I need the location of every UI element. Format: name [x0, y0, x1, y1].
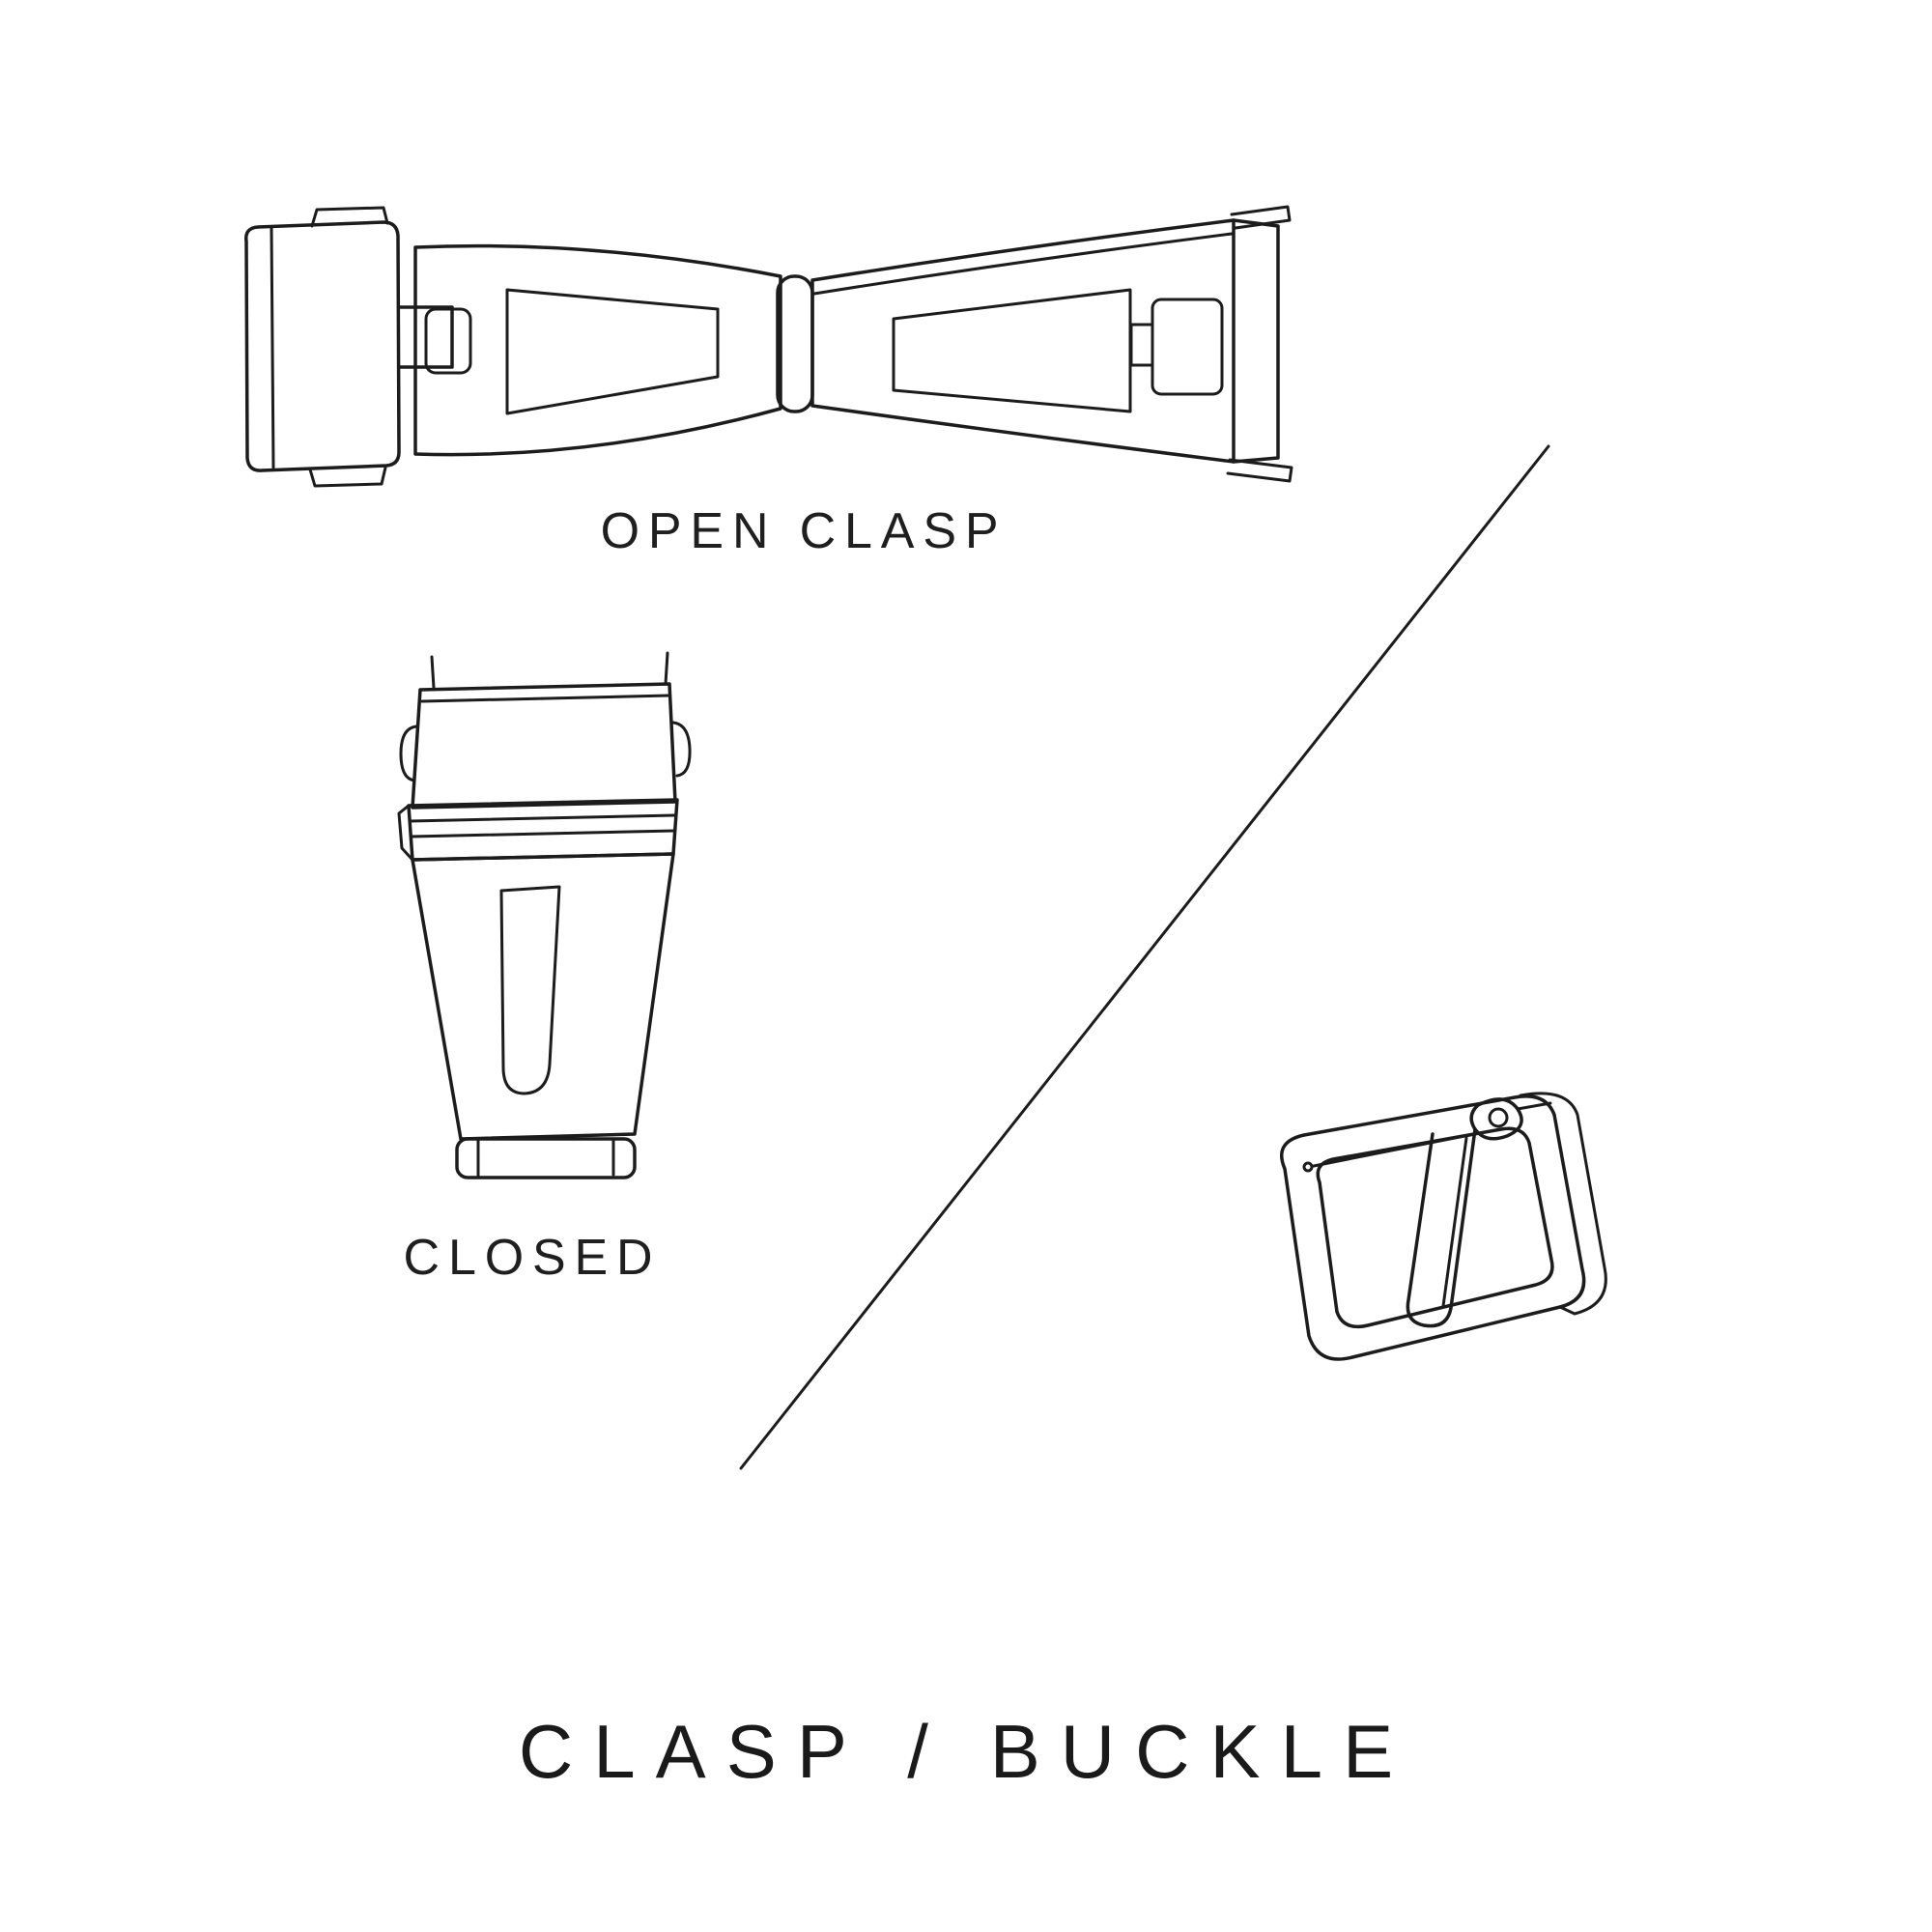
- open-clasp-illustration: [217, 172, 1299, 491]
- closed-clasp-lines: [397, 651, 692, 1179]
- buckle-lines: [1280, 1092, 1607, 1361]
- closed-clasp-drawing: [397, 651, 692, 1179]
- closed-clasp-illustration: [382, 649, 700, 1200]
- page-title: CLASP / BUCKLE: [518, 1709, 1414, 1794]
- divider-line: [729, 437, 1560, 1480]
- open-clasp-label: OPEN CLASP: [600, 503, 1008, 559]
- buckle-drawing: [1280, 1092, 1607, 1361]
- open-clasp-drawing: [244, 205, 1293, 488]
- divider-line-drawing: [739, 444, 1550, 1470]
- closed-clasp-label: CLOSED: [403, 1230, 662, 1286]
- buckle-illustration: [1225, 1074, 1631, 1412]
- open-clasp-lines: [244, 205, 1293, 488]
